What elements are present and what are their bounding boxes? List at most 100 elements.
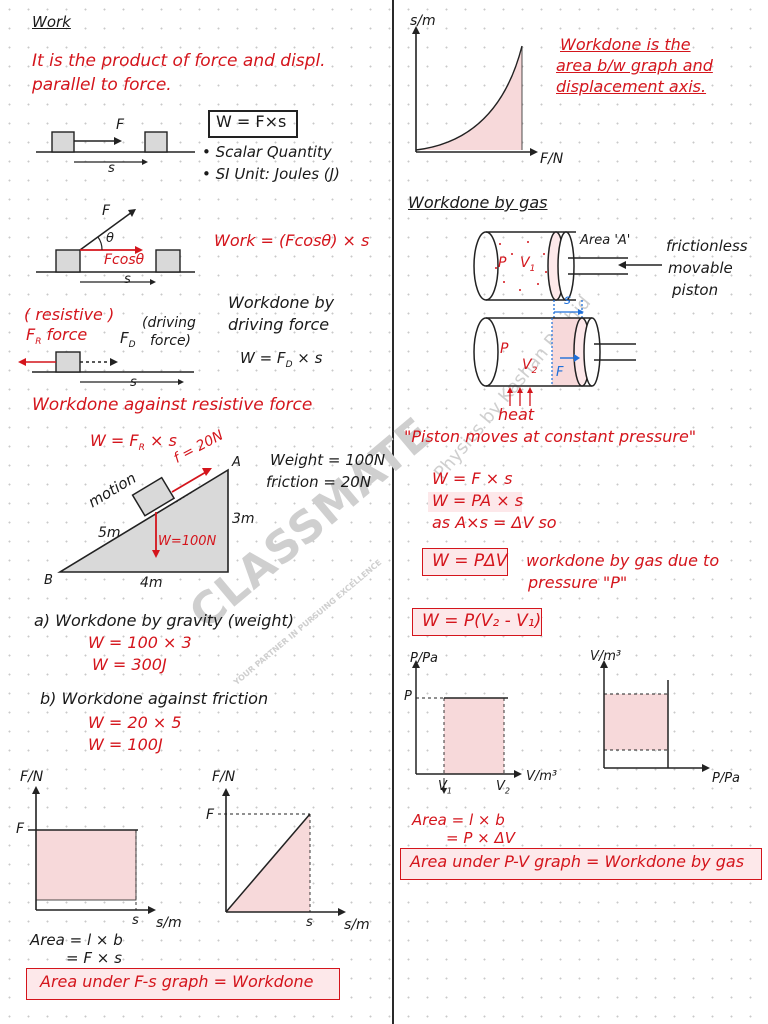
gas-cylinder-1 [473, 231, 628, 318]
constant-pressure-note: "Piston moves at constant pressure" [404, 427, 697, 446]
linear-force-graph [218, 788, 346, 916]
gas-cylinder-2 [473, 317, 636, 406]
angle-theta: θ [106, 231, 114, 246]
pdv-box-text: W = PΔV [432, 551, 508, 571]
gas-eq-3: as A×s = ΔV so [432, 513, 557, 532]
driving-label-1: (driving [142, 315, 196, 331]
cyl1-V1: V1 [520, 255, 536, 274]
area-pv-box-text: Area under P-V graph = Workdone by gas [410, 852, 745, 871]
weight-value: Weight = 100N [270, 451, 386, 469]
gas-eq-2-highlight [428, 492, 522, 512]
inclined-plane-diagram [57, 468, 229, 573]
fcos-label: Fcosθ [104, 252, 145, 268]
displacement-label: s [108, 161, 115, 176]
incline-4m: 4m [140, 575, 163, 591]
frictionless-2: movable [668, 259, 733, 277]
area-note-3: displacement axis. [556, 77, 707, 96]
graph2-F-tick: F [206, 807, 215, 823]
heat-label: heat [498, 405, 535, 424]
area-fs-box [26, 968, 340, 1000]
angled-force-F: F [102, 203, 111, 219]
pv-box [412, 608, 542, 636]
piston-arrow [618, 261, 662, 269]
force-displacement-diagram [36, 131, 195, 165]
graph2-x-label: s/m [344, 917, 370, 933]
vp-graph [600, 660, 710, 772]
incline-5m: 5m [98, 525, 121, 541]
angled-disp-s: s [124, 272, 131, 287]
incline-B: B [44, 573, 53, 588]
area-formula-2: = F × s [66, 949, 122, 967]
driving-formula: W = FD × s [240, 349, 323, 370]
frictionless-3: piston [672, 281, 719, 299]
formula-box [208, 110, 298, 138]
driving-F-label: FD [120, 329, 136, 350]
area-note-1: Workdone is the [560, 35, 691, 54]
resistive-label-2: FR force [26, 325, 88, 348]
definition-line-1: It is the product of force and displ. [32, 51, 326, 71]
question-b: b) Workdone against friction [40, 689, 269, 708]
pdv-note-1: workdone by gas due to [526, 551, 720, 570]
pv-graph [412, 660, 522, 794]
gas-eq-1: W = F × s [432, 469, 513, 488]
area-pv-box [400, 848, 762, 880]
incline-3m: 3m [232, 511, 255, 527]
formula-box-text: W = F×s [216, 112, 287, 131]
area-note-2: area b/w graph and [556, 56, 713, 75]
pv-P-tick: P [404, 689, 412, 704]
graph1-y-label: F/N [20, 769, 44, 785]
pv-V1-tick: V1 [438, 779, 452, 796]
incline-A: A [232, 455, 241, 470]
driving-title-2: driving force [228, 315, 330, 334]
incline-weight-arrow-label: W=100N [158, 534, 217, 549]
pv-area-2: = P × ΔV [446, 829, 516, 847]
pv-area-1: Area = l × b [412, 811, 505, 829]
column-divider [392, 0, 394, 1024]
area-formula-1: Area = l × b [30, 931, 123, 949]
against-resistive-heading: Workdone against resistive force [32, 395, 313, 415]
pdv-box [422, 548, 508, 576]
question-b-step-1: W = 20 × 5 [88, 713, 182, 732]
pv-box-text: W = P(V₂ - V₁) [422, 611, 542, 631]
constant-force-graph [28, 786, 156, 914]
resistive-driving-diagram [18, 351, 194, 385]
vp-y-label: V/m³ [590, 649, 622, 664]
frictionless-1: frictionless [666, 237, 748, 255]
work-fcos-formula: Work = (Fcosθ) × s [214, 231, 370, 250]
resistive-label-1: ( resistive ) [24, 305, 115, 324]
cyl2-F: F [556, 365, 564, 380]
graph1-s-tick: s [132, 913, 139, 928]
gas-heading: Workdone by gas [408, 193, 548, 212]
graph2-s-tick: s [306, 915, 313, 930]
driving-disp-s: s [130, 375, 137, 390]
driving-label-2: force) [150, 333, 192, 349]
area-fs-box-text: Area under F-s graph = Workdone [40, 972, 314, 991]
friction-value: friction = 20N [266, 473, 372, 491]
definition-line-2: parallel to force. [32, 75, 172, 95]
question-a: a) Workdone by gravity (weight) [34, 611, 295, 630]
force-label: F [116, 117, 125, 133]
question-a-step-1: W = 100 × 3 [88, 633, 192, 652]
curve-y-label: s/m [410, 13, 436, 29]
question-a-step-2: W = 300J [92, 655, 167, 674]
angled-force-diagram [36, 209, 195, 285]
graph1-F-tick: F [16, 821, 25, 837]
scalar-quantity: • Scalar Quantity [202, 143, 332, 161]
graph2-y-label: F/N [212, 769, 236, 785]
pv-y-label: P/Pa [410, 651, 439, 666]
cyl1-P: P [498, 255, 507, 271]
resistive-formula: W = FR × s [90, 431, 177, 454]
si-unit: • SI Unit: Joules (J) [202, 165, 340, 183]
work-heading: Work [32, 13, 71, 31]
pv-x-label: V/m³ [526, 769, 558, 784]
vp-x-label: P/Pa [712, 771, 741, 786]
cylinder-area-label: Area 'A' [580, 233, 631, 248]
gas-eq-2: W = PA × s [432, 491, 524, 510]
graph1-x-label: s/m [156, 915, 182, 931]
displacement-s-blue: s [564, 293, 571, 308]
pv-V2-tick: V2 [496, 779, 510, 796]
force-displacement-curve-graph [412, 26, 538, 156]
question-b-step-2: W = 100J [88, 735, 163, 754]
pdv-note-2: pressure "P" [528, 573, 628, 592]
cyl2-P: P [500, 341, 509, 357]
